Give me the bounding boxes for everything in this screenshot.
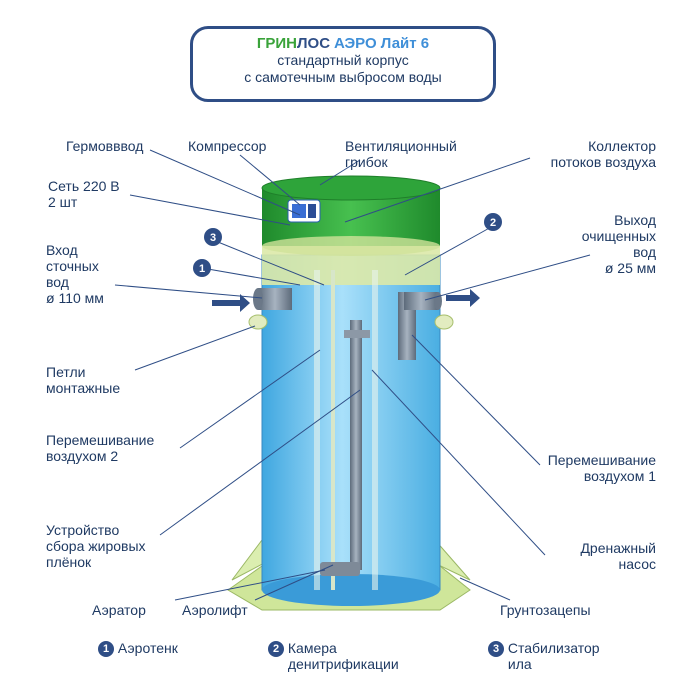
partition-1 <box>314 270 320 590</box>
legend-item-1: 1 Аэротенк <box>98 640 178 658</box>
label-ground-grips: Грунтозацепы <box>500 602 591 618</box>
legend-number-2: 2 <box>268 641 284 658</box>
legend-text-1: Аэротенк <box>117 640 178 656</box>
label-inlet: Вход сточных вод ø 110 мм <box>46 242 104 306</box>
legend-item-3: 3 Стабилизатор ила <box>488 640 600 672</box>
label-outlet: Выход очищенных вод ø 25 мм <box>581 212 656 276</box>
label-germovvod: Гермовввод <box>66 138 144 154</box>
marker-1: 1 <box>193 259 211 277</box>
label-air-mixing-2: Перемешивание воздухом 2 <box>46 432 155 464</box>
brand-blue-text: ЛОС <box>297 35 331 52</box>
label-collector: Коллектор потоков воздуха <box>550 138 656 170</box>
legend-text-3: Стабилизатор ила <box>507 640 600 672</box>
legend-number-3: 3 <box>488 641 504 658</box>
label-power: Сеть 220 В 2 шт <box>48 178 120 210</box>
label-aerator: Аэратор <box>92 602 146 618</box>
label-mounting-loops: Петли монтажные <box>46 364 121 396</box>
inlet-flow-arrow <box>212 294 250 312</box>
mounting-loop-right <box>434 314 454 330</box>
legend-number-1: 1 <box>98 641 114 658</box>
inlet-pipe <box>258 288 292 310</box>
marker-3-text: 3 <box>210 232 216 244</box>
legend-text-2: Камера денитрификации <box>287 640 399 672</box>
label-aerolift: Аэролифт <box>182 602 248 618</box>
label-air-mixing-1: Перемешивание воздухом 1 <box>547 452 656 484</box>
tank-bottom <box>262 574 440 606</box>
leader-lines <box>114 149 591 601</box>
label-drain-pump: Дренажный насос <box>580 540 656 572</box>
aerator-block <box>320 562 360 576</box>
title-subtitle-2: с самотечным выбросом воды <box>244 69 442 85</box>
marker-3: 3 <box>204 228 222 246</box>
outlet-flow-arrow <box>446 289 480 307</box>
partition-2 <box>372 270 378 590</box>
label-vent: Вентиляционный грибок <box>345 138 457 170</box>
tank-lid-rim <box>262 236 440 256</box>
marker-2-text: 2 <box>490 217 496 229</box>
marker-1-text: 1 <box>199 263 205 275</box>
drain-pump-pipe <box>350 320 362 570</box>
legend-item-2: 2 Камера денитрификации <box>268 640 399 672</box>
label-compressor: Компрессор <box>188 138 267 154</box>
tank-lid-top <box>261 175 441 201</box>
mounting-loop-left <box>248 314 268 330</box>
outlet-pipe-horizontal <box>404 292 438 310</box>
label-grease-collector: Устройство сбора жировых плёнок <box>46 522 146 570</box>
title-subtitle-1: стандартный корпус <box>277 52 409 68</box>
model-name: АЭРО Лайт 6 <box>334 35 430 52</box>
brand-green-text: ГРИН <box>256 35 297 52</box>
aerolift-tube <box>331 270 335 590</box>
marker-2: 2 <box>484 213 502 231</box>
